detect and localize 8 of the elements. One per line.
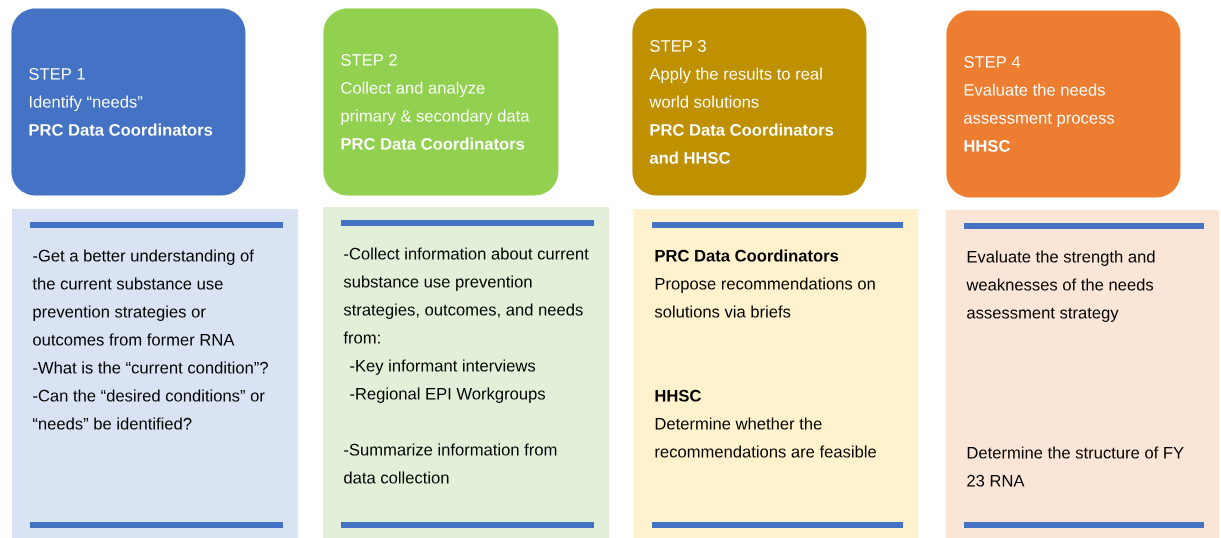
step-box: STEP 2 Collect and analyze primary & secondary data PRC Data Coordinators xyxy=(323,8,559,196)
step-box: STEP 3 Apply the results to real world solutions PRC Data Coordinators and HHSC xyxy=(632,8,867,196)
panel-text: Evaluate the strength and weaknesses of the needs assessment strategy Determine the structure of FY 23 RNA xyxy=(966,250,1184,487)
panel-text: -Get a better understanding of the current substance use prevention strategies or outcomes from former RNA -What is the “current condition”? -Can the “desired conditions” or “needs” be identified? xyxy=(32,249,268,430)
panel-text: -Collect information about current substance use prevention strategies, outcomes, and needs from: -Key informant interviews -Regional EPI Workgroups -Summarize information from data collection xyxy=(343,247,589,484)
step-box: STEP 1 Identify “needs” PRC Data Coordinators xyxy=(11,8,246,196)
step-box: STEP 4 Evaluate the needs assessment process HHSC xyxy=(946,10,1181,198)
panel-text: PRC Data Coordinators Propose recommendations on solutions via briefs HHSC Determine whether the recommendations are feasible xyxy=(654,249,876,458)
